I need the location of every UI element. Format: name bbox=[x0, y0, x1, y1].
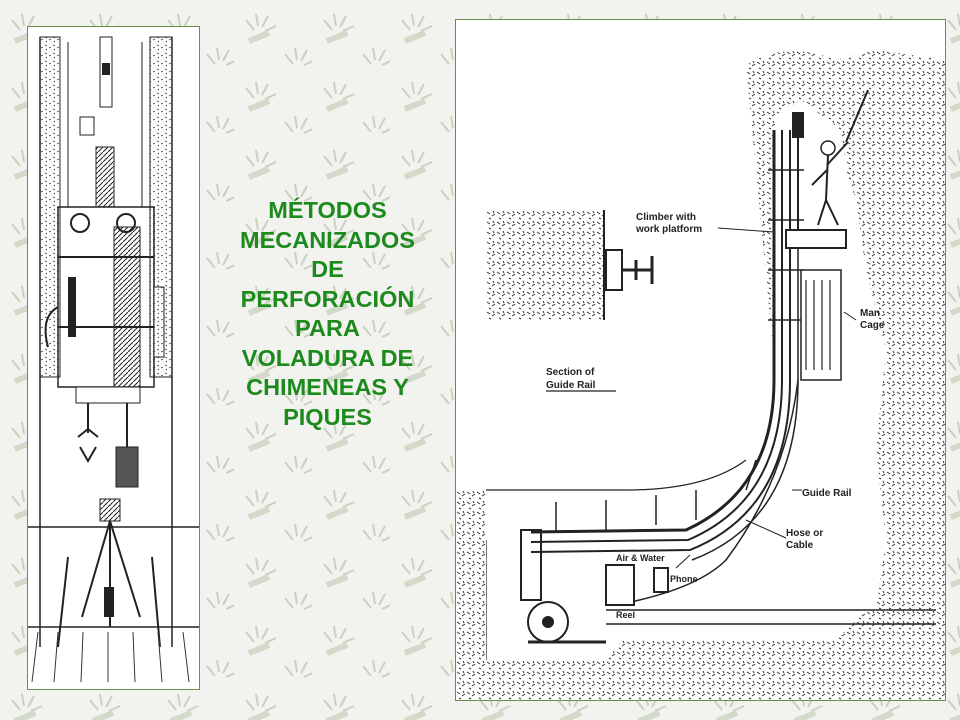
raise-climber-drawing: Climber with work platform Section of Gu… bbox=[455, 19, 946, 701]
label-man-cage-line-2: Cage bbox=[860, 320, 885, 331]
label-section-line-1: Section of bbox=[546, 367, 595, 378]
shaft-sinking-drawing bbox=[27, 26, 200, 690]
label-hose-line-1: Hose or bbox=[786, 528, 823, 539]
raise-climber-illustration: Climber with work platform Section of Gu… bbox=[456, 50, 945, 700]
label-air-water: Air & Water bbox=[616, 553, 665, 563]
label-reel: Reel bbox=[616, 610, 635, 620]
title-line: PERFORACIÓN bbox=[240, 285, 415, 312]
label-phone: Phone bbox=[670, 574, 698, 584]
title-line: CHIMENEAS Y bbox=[246, 374, 409, 400]
svg-text:Man Cage: Man Cage bbox=[860, 308, 885, 331]
shaft-sinking-illustration bbox=[28, 36, 199, 683]
label-guide-rail: Guide Rail bbox=[802, 488, 852, 499]
label-hose-line-2: Cable bbox=[786, 540, 814, 551]
svg-text:Climber with work platfo: Climber with work platform bbox=[635, 212, 702, 235]
title-line: MÉTODOS bbox=[268, 197, 387, 223]
title-line: PARA bbox=[295, 315, 360, 341]
title-line: PIQUES bbox=[283, 403, 372, 430]
label-climber-line-2: work platform bbox=[635, 224, 702, 235]
label-man-cage-line-1: Man bbox=[860, 308, 880, 319]
title-line: VOLADURA DE bbox=[241, 344, 414, 371]
svg-text:Hose or Cable: Hose or Cable bbox=[786, 528, 826, 551]
label-section-line-2: Guide Rail bbox=[546, 380, 596, 391]
slide-title: MÉTODOS MECANIZADOS DE PERFORACIÓN PARA … bbox=[202, 196, 453, 432]
title-line: DE bbox=[311, 256, 344, 282]
label-climber-line-1: Climber with bbox=[636, 212, 696, 223]
title-line: MECANIZADOS bbox=[240, 226, 415, 253]
svg-text:Section of Guide Rail: Section of Guide Rail bbox=[546, 367, 597, 391]
